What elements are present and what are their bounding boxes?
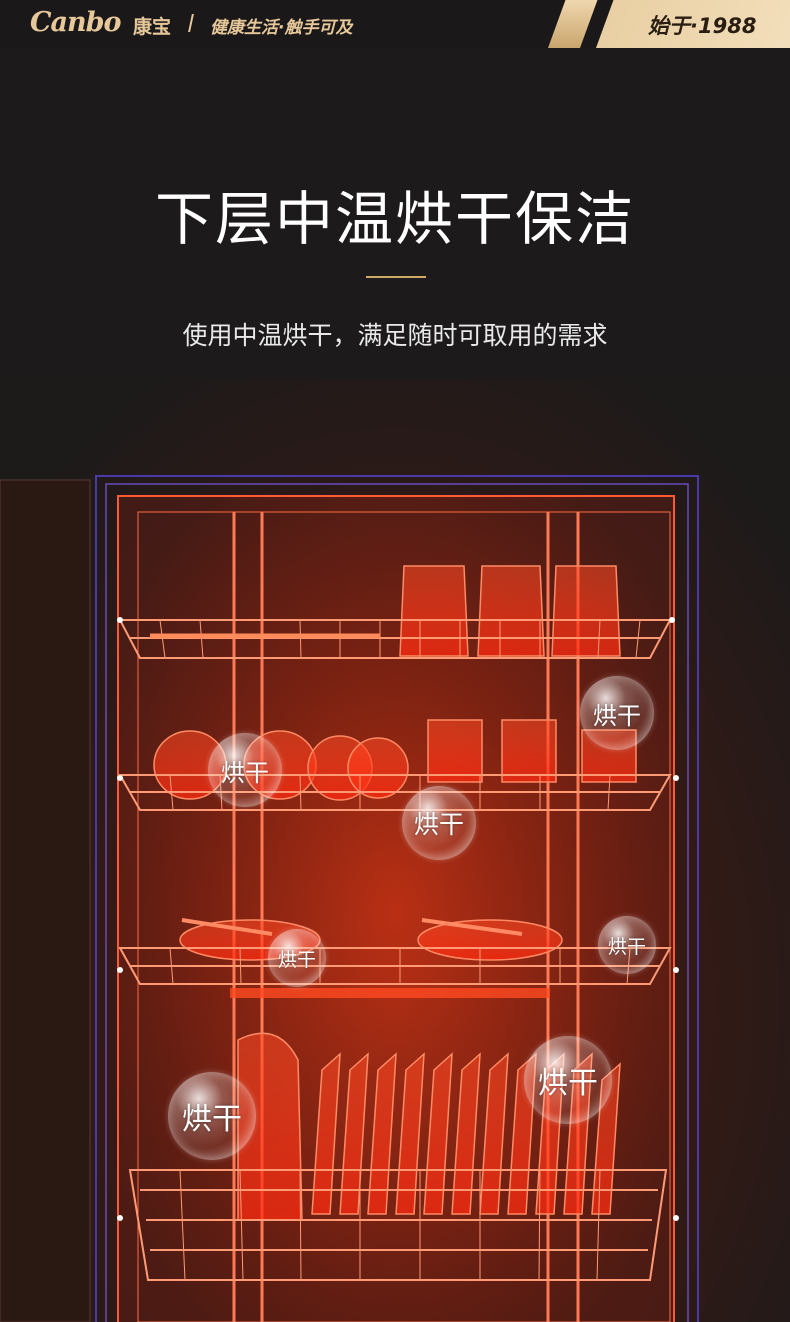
title-underline <box>366 276 426 278</box>
since-badge-stripe <box>548 0 598 48</box>
drying-bubble: 烘干 <box>168 1072 256 1160</box>
brand-logo: Canbo <box>30 7 122 38</box>
drying-bubble: 烘干 <box>208 733 282 807</box>
drying-bubble: 烘干 <box>524 1036 612 1124</box>
page-title: 下层中温烘干保洁 <box>154 185 635 253</box>
header-divider <box>188 14 194 32</box>
cabinet-drawing <box>0 475 699 1322</box>
brand-slogan: 健康生活·触手可及 <box>210 18 353 38</box>
since-badge-text: 始于·1988 <box>648 14 757 38</box>
page-subtitle: 使用中温烘干，满足随时可取用的需求 <box>182 321 608 350</box>
drying-bubble: 烘干 <box>580 676 654 750</box>
drying-bubble: 烘干 <box>268 929 326 987</box>
cabinet-illustration <box>0 380 790 1322</box>
drying-bubble: 烘干 <box>598 916 656 974</box>
drying-bubble: 烘干 <box>402 786 476 860</box>
brand-name: 康宝 <box>133 16 172 38</box>
top-bar: Canbo 康宝 健康生活·触手可及 始于·1988 <box>0 0 790 48</box>
